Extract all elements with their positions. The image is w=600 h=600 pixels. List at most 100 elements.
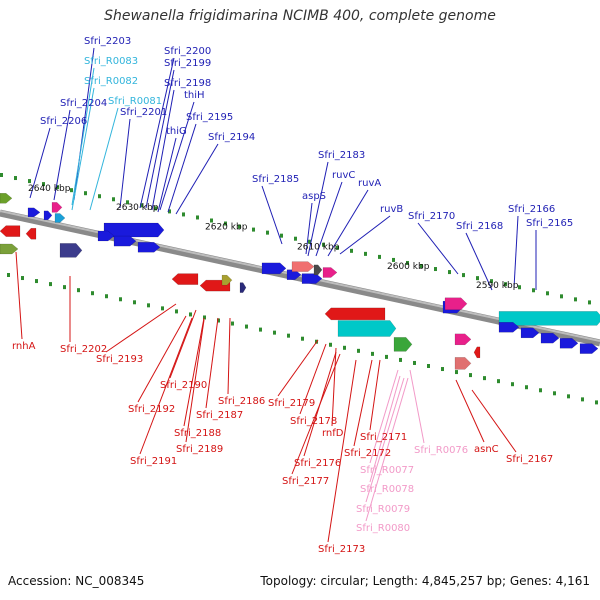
guide-dot-reverse <box>203 315 206 320</box>
leader-line-sfri-2172 <box>353 359 373 447</box>
leader-line-sfri-2173 <box>327 359 357 543</box>
guide-dot-reverse <box>343 345 346 350</box>
tick-label-2610-kbp: 2610 kbp <box>297 242 340 252</box>
gene-feature <box>0 243 19 255</box>
gene-label-asnc: asnC <box>474 444 499 455</box>
gene-label-sfri-2165: Sfri_2165 <box>526 218 573 229</box>
guide-dot-reverse <box>217 318 220 323</box>
leader-line-sfri-2189 <box>185 319 205 443</box>
gene-label-ruvc: ruvC <box>332 170 355 181</box>
gene-label-sfri-r0078: Sfri_R0078 <box>360 484 414 495</box>
leader-line-sfri-2190 <box>169 309 197 379</box>
guide-dot-reverse <box>175 309 178 314</box>
gene-label-sfri-r0077: Sfri_R0077 <box>360 465 414 476</box>
gene-feature <box>540 332 560 344</box>
gene-feature <box>51 202 63 213</box>
guide-dot-forward <box>546 291 549 296</box>
guide-dot-reverse <box>469 373 472 378</box>
guide-dot-reverse <box>497 379 500 384</box>
leader-line-sfri-2199 <box>145 69 175 209</box>
gene-feature <box>291 261 315 272</box>
gene-label-sfri-2170: Sfri_2170 <box>408 211 455 222</box>
leader-line-sfri-2167 <box>471 389 517 453</box>
guide-dot-forward <box>588 300 591 305</box>
guide-dot-reverse <box>35 279 38 284</box>
gene-feature <box>520 327 540 339</box>
guide-dot-reverse <box>7 273 10 277</box>
gene-label-sfri-2172: Sfri_2172 <box>344 448 391 459</box>
guide-dot-reverse <box>91 291 94 296</box>
guide-dot-forward <box>560 294 563 299</box>
tick-label-2640-kbp: 2640 kbp <box>28 184 71 194</box>
leader-line-sfri-2195 <box>167 123 197 213</box>
gene-label-ruva: ruvA <box>358 178 381 189</box>
guide-dot-reverse <box>511 382 514 387</box>
gene-feature <box>393 337 413 352</box>
guide-dot-forward <box>336 245 339 250</box>
guide-dot-forward <box>14 176 17 181</box>
guide-dot-reverse <box>77 288 80 293</box>
gene-feature <box>313 264 323 276</box>
leader-line-layer <box>15 47 537 543</box>
gene-feature <box>322 267 338 278</box>
guide-dot-forward <box>0 173 3 177</box>
guide-dot-forward <box>182 212 185 217</box>
guide-dot-forward <box>434 267 437 272</box>
accession-label: Accession: NC_008345 <box>8 574 145 588</box>
gene-label-sfri-2179: Sfri_2179 <box>268 398 315 409</box>
gene-label-sfri-2206: Sfri_2206 <box>40 116 87 127</box>
guide-dot-reverse <box>147 303 150 308</box>
leader-line-asnc <box>455 379 485 443</box>
gene-label-sfri-r0076: Sfri_R0076 <box>414 445 468 456</box>
gene-feature <box>579 343 599 354</box>
guide-dot-forward <box>210 218 213 223</box>
topology-label: Topology: circular; Length: 4,845,257 bp… <box>260 574 590 588</box>
guide-dot-reverse <box>539 388 542 393</box>
gene-label-sfri-2168: Sfri_2168 <box>456 221 503 232</box>
gene-label-rnfd: rnfD <box>322 428 344 439</box>
gene-label-rnha: rnhA <box>12 341 36 352</box>
gene-feature <box>59 243 83 258</box>
gene-label-sfri-2186: Sfri_2186 <box>218 396 265 407</box>
gene-feature <box>0 193 13 204</box>
guide-dot-forward <box>98 194 101 199</box>
gene-label-sfri-2166: Sfri_2166 <box>508 204 555 215</box>
guide-dot-forward <box>462 273 465 278</box>
gene-label-sfri-2193: Sfri_2193 <box>96 354 143 365</box>
gene-feature <box>498 322 520 333</box>
guide-dot-reverse <box>567 394 570 399</box>
tick-label-2600-kbp: 2600 kbp <box>387 262 430 272</box>
guide-dot-reverse <box>329 342 332 347</box>
leader-line-sfri-r0079 <box>365 377 405 503</box>
gene-feature <box>0 225 21 237</box>
leader-line-rnha <box>15 251 23 340</box>
gene-label-sfri-2202: Sfri_2202 <box>60 344 107 355</box>
guide-dot-forward <box>378 254 381 259</box>
gene-label-ruvb: ruvB <box>380 204 403 215</box>
gene-feature <box>454 357 472 370</box>
guide-dot-forward <box>308 239 311 244</box>
guide-dot-forward <box>168 209 171 214</box>
leader-line-sfri-2177 <box>291 353 341 475</box>
guide-dot-reverse <box>245 324 248 329</box>
leader-line-sfri-2186 <box>227 317 231 395</box>
gene-label-sfri-2185: Sfri_2185 <box>252 174 299 185</box>
guide-dot-reverse <box>525 385 528 390</box>
gene-feature <box>454 333 472 346</box>
leader-line-ruvb <box>339 215 391 255</box>
tick-label-2630-kbp: 2630 kbp <box>116 203 159 213</box>
guide-dot-forward <box>322 242 325 247</box>
guide-dot-reverse <box>273 330 276 335</box>
guide-dot-reverse <box>357 348 360 353</box>
gene-label-sfri-2201: Sfri_2201 <box>120 107 167 118</box>
gene-label-sfri-2171: Sfri_2171 <box>360 432 407 443</box>
gene-feature <box>473 346 481 359</box>
guide-dot-reverse <box>553 391 556 396</box>
guide-dot-reverse <box>105 294 108 299</box>
leader-line-sfri-2193 <box>105 303 177 353</box>
gene-feature <box>444 297 468 311</box>
guide-dot-forward <box>56 185 59 190</box>
leader-line-asps <box>305 202 313 255</box>
